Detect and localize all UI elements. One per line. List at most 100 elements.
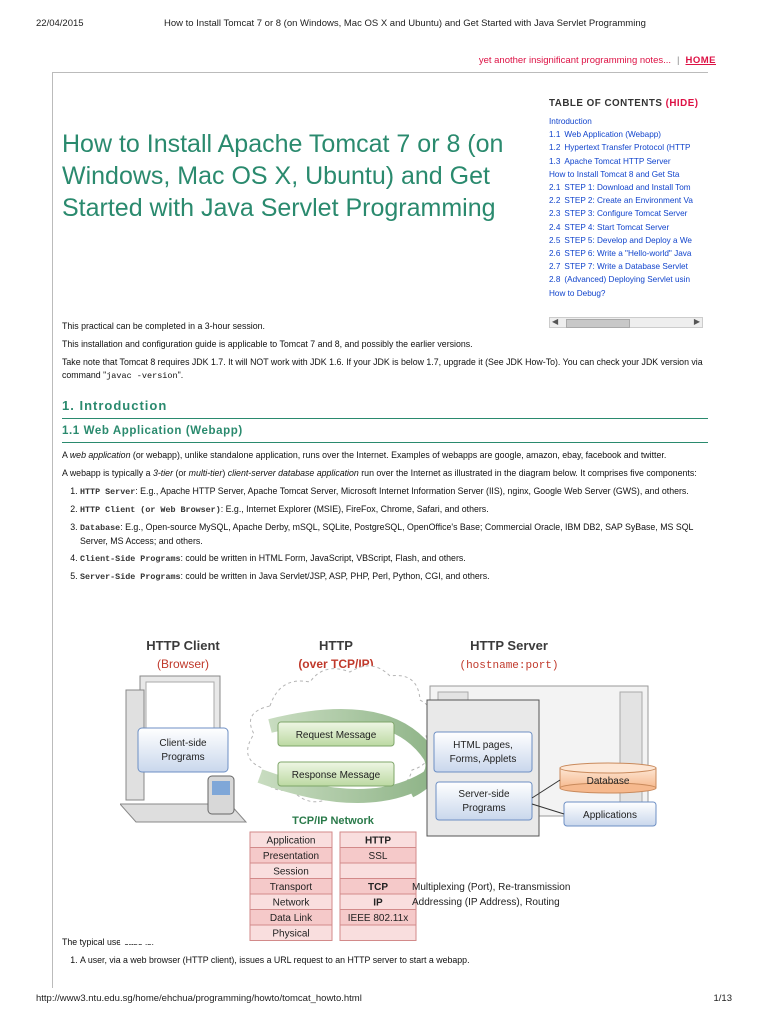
paragraph-jdk-note: Take note that Tomcat 8 requires JDK 1.7… — [62, 357, 703, 381]
layer-name: Transport — [270, 882, 313, 893]
toc-title-text: TABLE OF CONTENTS — [549, 98, 663, 109]
site-tagline-link[interactable]: yet another insignificant programming no… — [478, 55, 672, 66]
print-page-number: 1/13 — [713, 993, 733, 1004]
home-link[interactable]: HOME — [685, 55, 716, 66]
javac-command: javac -version — [106, 371, 178, 381]
frame-left-border — [52, 72, 53, 988]
toc-item-number: 1.2 — [549, 143, 561, 153]
toc-item-number: 2.7 — [549, 262, 561, 272]
tcpip-network-label: TCP/IP Network — [292, 815, 375, 827]
toc-item-label: STEP 4: Start Tomcat Server — [564, 222, 670, 232]
toc-item-label: STEP 6: Write a "Hello-world" Java — [564, 249, 692, 259]
toc-item-label: Apache Tomcat HTTP Server — [564, 156, 671, 166]
toc-item-label: STEP 1: Download and Install Tom — [564, 183, 691, 193]
use-case-list: A user, via a web browser (HTTP client),… — [62, 954, 708, 967]
list-item: Database: E.g., Open-source MySQL, Apach… — [80, 521, 708, 548]
toc-item-number: 2.8 — [549, 275, 561, 285]
paragraph-applicability: This installation and configuration guid… — [62, 339, 473, 349]
paragraph-session: This practical can be completed in a 3-h… — [62, 321, 265, 331]
layer-cell — [249, 924, 333, 941]
transport-note: Multiplexing (Port), Re-transmission — [412, 882, 570, 893]
scroll-thumb[interactable] — [566, 319, 630, 328]
table-of-contents: TABLE OF CONTENTS (HIDE) Introduction 1.1… — [549, 98, 703, 332]
protocol-name: TCP — [368, 882, 388, 893]
toc-hide-link[interactable]: (HIDE) — [665, 98, 699, 109]
toc-item[interactable]: 2.8(Advanced) Deploying Servlet usin — [549, 273, 703, 286]
http-server-label: HTTP Server — [470, 638, 548, 653]
server-side-label-2: Programs — [462, 803, 505, 814]
protocol-name: SSL — [369, 851, 388, 862]
toc-horizontal-scrollbar[interactable]: ◀ ▶ — [549, 317, 703, 328]
toc-item-label: Introduction — [549, 117, 592, 126]
toc-item-number: 2.1 — [549, 183, 561, 193]
toc-item-label: STEP 3: Configure Tomcat Server — [564, 209, 688, 219]
server-side-programs-box — [435, 781, 533, 821]
toc-item-number: 2.2 — [549, 196, 561, 206]
layer-name: Data Link — [270, 913, 313, 924]
heading-introduction: 1. Introduction — [62, 399, 708, 419]
toc-item-label: STEP 2: Create an Environment Va — [564, 196, 693, 206]
list-item: Client-Side Programs: could be written i… — [80, 552, 708, 566]
print-page-title: How to Install Tomcat 7 or 8 (on Windows… — [164, 18, 646, 29]
nav-separator: | — [677, 55, 680, 66]
paragraph-webapp-tiers: A webapp is typically a 3-tier (or multi… — [62, 468, 697, 478]
paragraph-webapp-definition: A web application (or webapp), unlike st… — [62, 450, 667, 460]
toc-item-label: STEP 7: Write a Database Servlet — [564, 262, 688, 272]
frame-top-border — [52, 72, 708, 73]
client-side-programs-box — [137, 727, 229, 773]
layer-name: Presentation — [263, 851, 319, 862]
page-title: How to Install Apache Tomcat 7 or 8 (on … — [62, 130, 504, 222]
response-message-box — [277, 761, 395, 787]
list-item: A user, via a web browser (HTTP client),… — [80, 954, 708, 967]
request-message-label: Request Message — [296, 730, 377, 741]
html-pages-box — [433, 731, 533, 773]
network-note: Addressing (IP Address), Routing — [412, 897, 560, 908]
webapp-architecture-diagram: HTTP Client (Browser) HTTP (over TCP/IP)… — [120, 626, 664, 944]
toc-item-number: 1.1 — [549, 130, 561, 140]
protocol-name: IEEE 802.11x — [348, 913, 408, 924]
list-item: HTTP Server: E.g., Apache HTTP Server, A… — [80, 485, 708, 499]
components-list: HTTP Server: E.g., Apache HTTP Server, A… — [62, 485, 708, 584]
list-item: Server-Side Programs: could be written i… — [80, 570, 708, 584]
paragraph-use-case: The typical use-case is: — [62, 937, 154, 947]
heading-web-application: 1.1 Web Application (Webapp) — [62, 425, 708, 443]
http-label: HTTP — [319, 638, 353, 653]
toc-item[interactable]: How to Install Tomcat 8 and Get Sta — [549, 168, 703, 181]
browser-label: (Browser) — [157, 657, 209, 671]
applications-label: Applications — [583, 810, 637, 821]
app-connector — [531, 803, 565, 815]
over-tcpip-label: (over TCP/IP) — [298, 657, 373, 671]
scroll-right-icon[interactable]: ▶ — [693, 317, 700, 326]
toc-title: TABLE OF CONTENTS (HIDE) — [549, 98, 703, 109]
layer-name: Application — [267, 836, 316, 847]
toc-item[interactable]: Introduction — [549, 115, 703, 128]
toc-item-number: 2.4 — [549, 222, 561, 232]
html-pages-label-2: Forms, Applets — [450, 754, 517, 765]
toc-item-number: 1.3 — [549, 156, 561, 166]
toc-item-number: 2.3 — [549, 209, 561, 219]
database-cylinder — [559, 762, 657, 794]
print-date: 22/04/2015 — [36, 18, 84, 29]
protocol-cell — [339, 924, 417, 941]
server-side-label-1: Server-side — [458, 789, 510, 800]
list-item: HTTP Client (or Web Browser): E.g., Inte… — [80, 503, 708, 517]
layer-name: Network — [273, 898, 311, 909]
scroll-left-icon[interactable]: ◀ — [552, 317, 559, 326]
http-client-label: HTTP Client — [146, 638, 220, 653]
toc-item-number: 2.5 — [549, 235, 561, 245]
print-url: http://www3.ntu.edu.sg/home/ehchua/progr… — [36, 993, 362, 1004]
protocol-name: IP — [373, 898, 383, 909]
toc-item-label: How to Install Tomcat 8 and Get Sta — [549, 169, 680, 179]
toc-item[interactable]: How to Debug? — [549, 287, 703, 300]
